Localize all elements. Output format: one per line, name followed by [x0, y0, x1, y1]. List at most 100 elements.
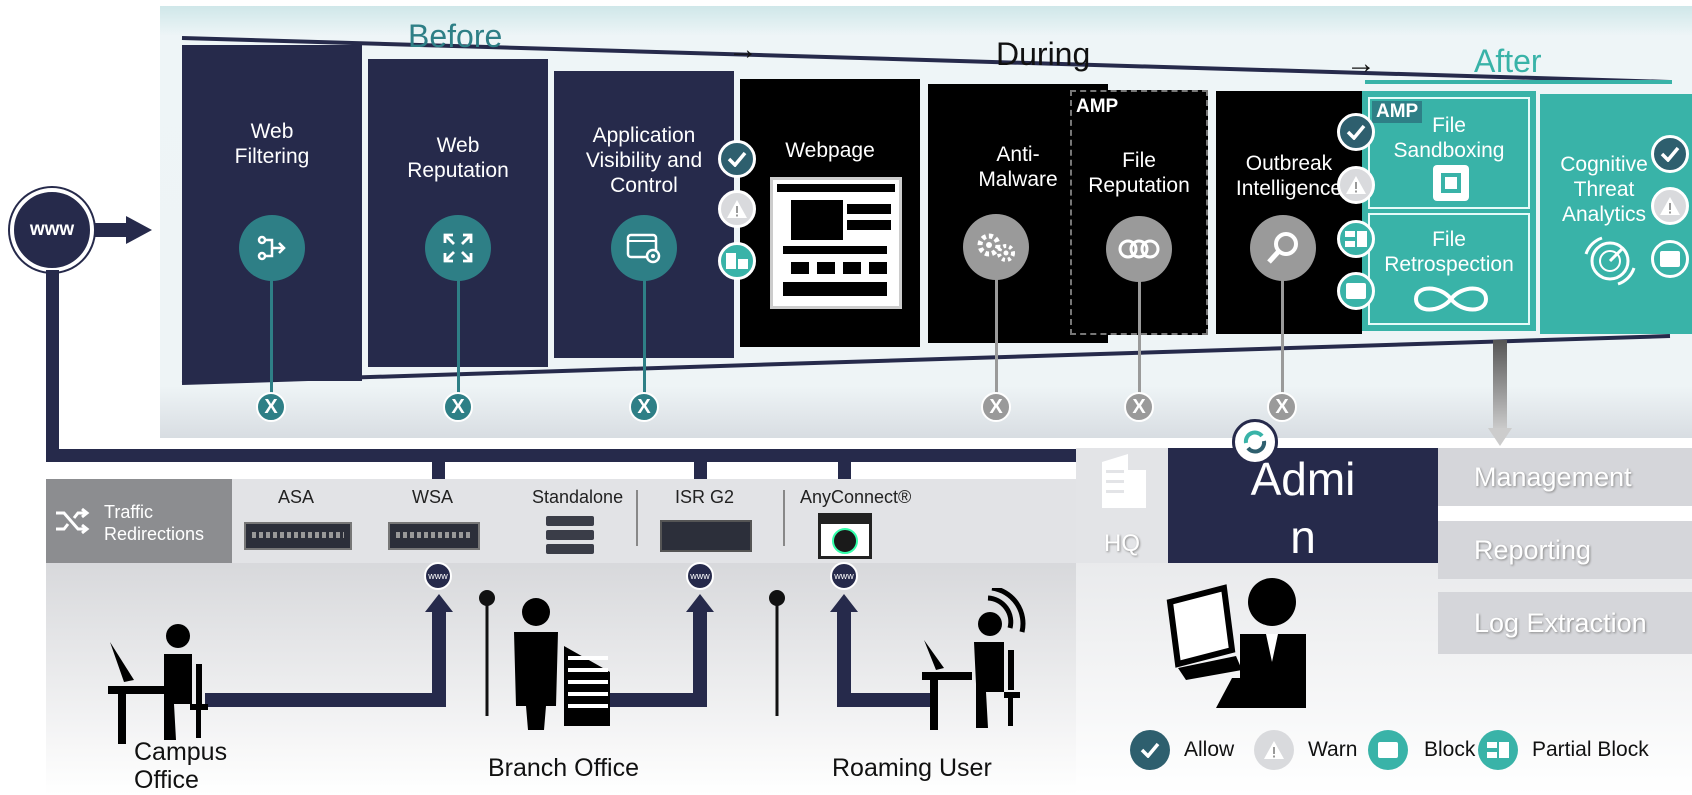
connector-stem: [1281, 276, 1284, 396]
campus-user-icon: [108, 624, 208, 744]
building-icon: [1102, 454, 1146, 508]
block-x-icon: X: [256, 392, 286, 422]
isr-router-icon: [660, 520, 752, 552]
legend-block-icon: [1368, 730, 1408, 770]
gears-icon: [963, 214, 1029, 280]
column-label: File Retrospection: [1384, 228, 1514, 276]
management-item: Management: [1438, 448, 1692, 506]
partial-block-icon: [1337, 220, 1375, 258]
column-webpage: Webpage: [740, 79, 920, 347]
hq-panel: HQ: [1076, 448, 1168, 563]
arrow-right-icon: →: [1346, 47, 1376, 80]
expand-icon: [425, 215, 491, 281]
legend-allow-label: Allow: [1184, 738, 1235, 761]
traffic-redirections: Traffic Redirections: [46, 479, 232, 563]
wsa-appliance-icon: [388, 522, 480, 550]
column-label: Webpage: [785, 139, 875, 162]
shuffle-icon: [56, 507, 90, 535]
filter-icon: [239, 215, 305, 281]
anyconnect-app-icon: [818, 513, 872, 559]
traffic-label: Traffic Redirections: [104, 502, 205, 544]
legend-allow-icon: [1130, 730, 1170, 770]
location-branch: Branch Office: [488, 754, 640, 782]
device-label-isr: ISR G2: [675, 487, 735, 507]
webpage-icon: [770, 177, 902, 309]
bottom-panel-left: [46, 560, 1076, 795]
block-x-icon: X: [1124, 392, 1154, 422]
check-icon: [1337, 113, 1375, 151]
device-label-asa: ASA: [278, 487, 315, 507]
www-arrow: [94, 223, 128, 237]
column-file-sandboxing: AMP File Sandboxing: [1368, 97, 1530, 209]
location-campus: Campus Office: [134, 738, 228, 794]
block-icon: [1651, 240, 1689, 278]
legend-warn-label: Warn: [1308, 738, 1358, 761]
roaming-user-icon: [922, 588, 1026, 730]
www-badge: www: [686, 562, 714, 590]
column-label: Web Reputation: [407, 134, 509, 182]
divider: [636, 490, 638, 546]
file-reputation-icon: [1106, 216, 1172, 282]
log-extraction-item: Log Extraction: [1438, 592, 1692, 654]
divider: [783, 490, 785, 546]
warning-icon: [1337, 166, 1375, 204]
connector-line: [694, 449, 707, 479]
phase-before: Before: [408, 18, 503, 54]
column-label: File Reputation: [1088, 149, 1190, 197]
legend-partial-block-icon: [1478, 730, 1518, 770]
location-roaming: Roaming User: [832, 754, 992, 782]
connector-stem: [643, 276, 646, 396]
hq-label: HQ: [1104, 530, 1140, 557]
block-x-icon: X: [1267, 392, 1297, 422]
connector-stem: [457, 276, 460, 396]
admin-user-icon: [1166, 578, 1306, 708]
column-label: Web Filtering: [234, 120, 310, 168]
server-stack-icon: [546, 516, 594, 556]
column-file-retrospection: File Retrospection: [1368, 213, 1530, 325]
check-icon: [1651, 135, 1689, 173]
connector-line: [432, 449, 445, 479]
arrow-right-icon: →: [728, 33, 758, 66]
amp-badge: AMP: [1372, 101, 1423, 123]
arrow-head-icon: [126, 216, 152, 244]
column-label: Outbreak Intelligence: [1235, 152, 1343, 200]
branch-building-icon: [514, 598, 610, 730]
device-label-standalone: Standalone: [532, 487, 624, 507]
block-icon: [1337, 272, 1375, 310]
www-badge: www: [424, 562, 452, 590]
legend-warn-icon: [1254, 730, 1294, 770]
legend-partial-block-label: Partial Block: [1532, 738, 1649, 761]
partial-block-icon: [718, 242, 756, 280]
admin-panel: Admi n: [1168, 448, 1438, 563]
column-application-visibility: Application Visibility and Control: [554, 71, 734, 358]
sandbox-icon: [1433, 165, 1469, 201]
asa-appliance-icon: [244, 522, 352, 550]
check-icon: [718, 140, 756, 178]
warning-icon: [718, 190, 756, 228]
phase-during: During: [996, 36, 1091, 72]
column-label: Cognitive Threat Analytics: [1560, 153, 1648, 226]
radar-icon: [1584, 236, 1636, 286]
block-x-icon: X: [981, 392, 1011, 422]
block-x-icon: X: [629, 392, 659, 422]
sync-icon: [1232, 419, 1278, 465]
connector-stem: [270, 276, 273, 396]
admin-label: Admi n: [1250, 453, 1356, 563]
magnifier-icon: [1250, 215, 1316, 281]
block-x-icon: X: [443, 392, 473, 422]
www-globe: www: [10, 188, 94, 272]
connector-stem: [1138, 276, 1141, 396]
column-label: File Sandboxing: [1393, 114, 1505, 162]
connector-line: [838, 449, 851, 479]
after-to-management-arrow: [1493, 340, 1507, 430]
www-badge: www: [830, 562, 858, 590]
app-settings-icon: [611, 215, 677, 281]
device-label-anyconnect: AnyConnect®: [800, 487, 912, 507]
connector-stem: [995, 276, 998, 396]
arrow-head-icon: [1488, 428, 1512, 446]
device-label-wsa: WSA: [412, 487, 454, 507]
column-label: Anti- Malware: [978, 143, 1058, 191]
